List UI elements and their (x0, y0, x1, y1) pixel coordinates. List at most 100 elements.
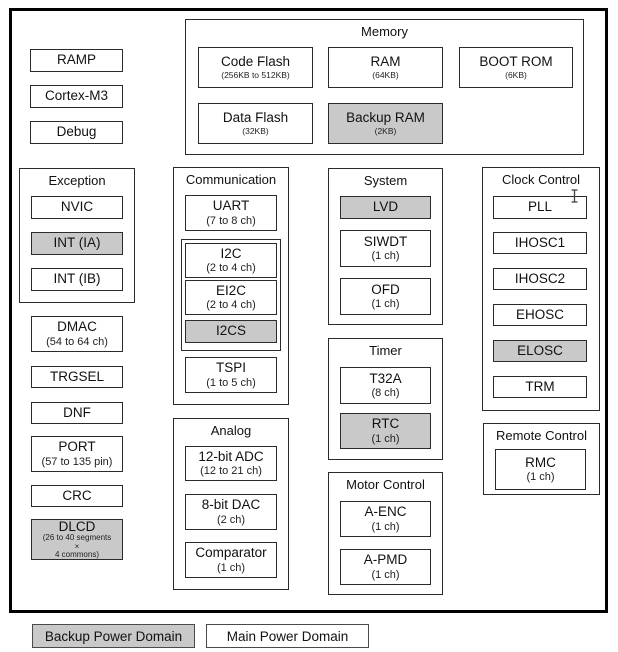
block-ram: RAM (64KB) (328, 47, 443, 88)
block-sublabel: (1 ch) (371, 568, 400, 581)
block-label: EI2C (215, 282, 246, 298)
block-label: BOOT ROM (479, 53, 553, 69)
block-uart: UART (7 to 8 ch) (185, 195, 277, 231)
block-label: TSPI (215, 360, 246, 376)
block-tspi: TSPI (1 to 5 ch) (185, 357, 277, 393)
block-a-pmd: A-PMD (1 ch) (340, 549, 431, 585)
block-label: DLCD (58, 518, 96, 534)
text-cursor-icon (571, 189, 578, 203)
block-label: NVIC (60, 199, 94, 215)
block-sublabel: (7 to 8 ch) (206, 214, 256, 227)
block-ei2c: EI2C (2 to 4 ch) (185, 280, 277, 315)
block-a-enc: A-ENC (1 ch) (340, 501, 431, 537)
block-int-ia: INT (IA) (31, 232, 123, 255)
block-crc: CRC (31, 485, 123, 507)
block-label: Debug (56, 124, 97, 140)
legend-main-power-domain: Main Power Domain (206, 624, 369, 648)
block-sublabel: (26 to 40 segments (42, 533, 112, 543)
block-label: Backup RAM (346, 109, 425, 125)
block-pll: PLL (493, 196, 587, 219)
group-title: Memory (361, 24, 408, 39)
block-sublabel: (64KB) (372, 69, 399, 80)
block-label: Code Flash (220, 53, 291, 69)
block-dmac: DMAC (54 to 64 ch) (31, 316, 123, 352)
block-int-ib: INT (IB) (31, 268, 123, 291)
block-ihosc1: IHOSC1 (493, 232, 587, 254)
block-sublabel: (1 to 5 ch) (206, 376, 256, 389)
block-sublabel: (32KB) (242, 125, 269, 136)
block-label: TRGSEL (49, 368, 104, 384)
block-trm: TRM (493, 376, 587, 398)
block-label: INT (IA) (53, 235, 101, 251)
block-sublabel: (256KB to 512KB) (221, 69, 290, 80)
block-code-flash: Code Flash (256KB to 512KB) (198, 47, 313, 88)
block-sublabel: (54 to 64 ch) (46, 335, 108, 348)
legend-label: Main Power Domain (226, 628, 349, 644)
block-backup-ram: Backup RAM (2KB) (328, 103, 443, 144)
group-title: Timer (369, 343, 402, 358)
block-label: PORT (58, 439, 96, 455)
block-label: T32A (369, 370, 402, 386)
block-sublabel: (2 ch) (216, 513, 246, 526)
block-t32a: T32A (8 ch) (340, 367, 431, 404)
block-i2c: I2C (2 to 4 ch) (185, 243, 277, 278)
block-label: ELOSC (517, 342, 563, 358)
legend-label: Backup Power Domain (44, 628, 183, 644)
block-sublabel: (57 to 135 pin) (41, 455, 113, 468)
block-dnf: DNF (31, 402, 123, 424)
block-sublabel: 4 commons) (54, 550, 99, 560)
block-label: DNF (63, 404, 91, 420)
block-data-flash: Data Flash (32KB) (198, 103, 313, 144)
group-title: Motor Control (346, 477, 425, 492)
block-label: RMC (525, 454, 556, 470)
block-sublabel: (1 ch) (216, 561, 246, 574)
block-label: Comparator (195, 545, 267, 561)
block-sublabel: (1 ch) (371, 432, 400, 445)
block-sublabel: × (74, 541, 80, 551)
block-label: TRM (525, 378, 555, 394)
block-debug: Debug (30, 121, 123, 144)
block-12bit-adc: 12-bit ADC (12 to 21 ch) (185, 446, 277, 481)
block-label: PLL (527, 199, 553, 215)
block-sublabel: (2KB) (374, 125, 397, 136)
block-sublabel: (6KB) (505, 69, 527, 80)
block-sublabel: (1 ch) (371, 250, 400, 263)
group-title: Communication (185, 172, 277, 187)
block-ofd: OFD (1 ch) (340, 278, 431, 315)
block-i2cs: I2CS (185, 320, 277, 343)
block-label: INT (IB) (53, 271, 101, 287)
block-label: Data Flash (222, 109, 289, 125)
block-nvic: NVIC (31, 196, 123, 219)
block-comparator: Comparator (1 ch) (185, 542, 277, 578)
block-ihosc2: IHOSC2 (493, 268, 587, 290)
block-label: LVD (372, 199, 399, 215)
block-label: 8-bit DAC (201, 497, 261, 513)
block-label: 12-bit ADC (198, 448, 264, 464)
block-label: EHOSC (515, 306, 564, 322)
block-label: DMAC (57, 319, 97, 335)
block-ramp: RAMP (30, 49, 123, 72)
block-label: RAMP (56, 52, 96, 68)
block-sublabel: (1 ch) (526, 471, 555, 484)
group-title: Clock Control (501, 172, 581, 187)
block-label: IHOSC2 (514, 270, 566, 286)
block-elosc: ELOSC (493, 340, 587, 362)
block-port: PORT (57 to 135 pin) (31, 436, 123, 472)
block-label: I2CS (215, 323, 246, 339)
block-ehosc: EHOSC (493, 304, 587, 326)
block-trgsel: TRGSEL (31, 366, 123, 388)
block-rmc: RMC (1 ch) (495, 449, 586, 490)
block-label: CRC (62, 487, 92, 503)
block-dlcd: DLCD (26 to 40 segments × 4 commons) (31, 519, 123, 560)
block-label: SIWDT (363, 233, 408, 249)
block-8bit-dac: 8-bit DAC (2 ch) (185, 494, 277, 530)
block-label: RTC (371, 416, 400, 432)
block-label: UART (212, 198, 250, 214)
block-cortex-m3: Cortex-M3 (30, 85, 123, 108)
group-title: Remote Control (495, 428, 588, 443)
group-title: Analog (210, 423, 252, 438)
block-label: I2C (220, 245, 242, 261)
block-sublabel: (2 to 4 ch) (206, 262, 256, 275)
group-title: Exception (48, 173, 106, 188)
